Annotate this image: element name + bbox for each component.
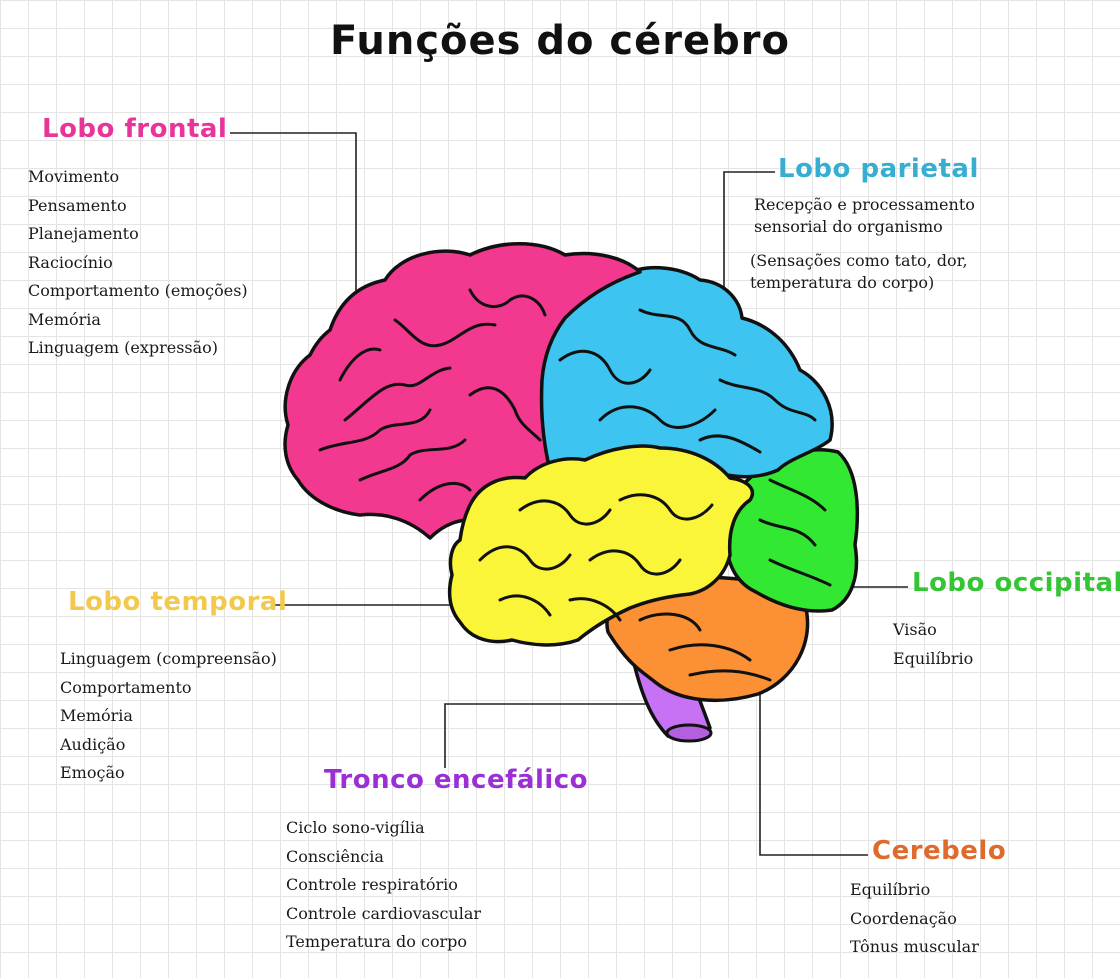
label-lobo-temporal: Lobo temporal bbox=[68, 587, 288, 617]
label-lobo-occipital: Lobo occipital bbox=[912, 568, 1120, 598]
list-temporal-item: Audição bbox=[60, 734, 126, 754]
list-frontal-item: Movimento bbox=[28, 167, 120, 186]
list-cerebellum-item: Equilíbrio bbox=[850, 880, 931, 899]
list-frontal-item: Comportamento (emoções) bbox=[28, 281, 248, 300]
list-brainstem-item: Controle respiratório bbox=[286, 875, 458, 894]
label-cerebelo: Cerebelo bbox=[872, 836, 1007, 866]
connector-brainstem bbox=[444, 703, 685, 768]
list-temporal-item: Linguagem (compreensão) bbox=[60, 649, 277, 668]
list-brainstem-item: Controle cardiovascular bbox=[286, 903, 482, 923]
list-frontal-item: Memória bbox=[28, 309, 101, 329]
list-temporal-item: Comportamento bbox=[60, 677, 192, 697]
label-lobo-parietal: Lobo parietal bbox=[778, 154, 979, 184]
connector-parietal bbox=[723, 171, 775, 318]
note-parietal-item: temperatura do corpo) bbox=[750, 273, 935, 292]
list-occipital-item: Equilíbrio bbox=[893, 648, 974, 668]
page-title: Funções do cérebro bbox=[330, 18, 790, 64]
text-parietal-item: sensorial do organismo bbox=[754, 217, 943, 236]
list-frontal-item: Raciocínio bbox=[28, 252, 113, 272]
list-temporal-item: Emoção bbox=[60, 763, 125, 782]
list-temporal-item: Memória bbox=[60, 706, 133, 725]
text-parietal: Recepção e processamento sensorial do org… bbox=[754, 194, 975, 238]
label-lobo-frontal: Lobo frontal bbox=[42, 114, 228, 144]
list-brainstem-item: Ciclo sono-vigília bbox=[286, 818, 425, 837]
connector-frontal bbox=[230, 132, 357, 300]
list-brainstem-item: Temperatura do corpo bbox=[286, 932, 468, 951]
connector-cerebellum bbox=[759, 640, 868, 856]
list-brainstem-item: Consciência bbox=[286, 846, 384, 866]
brainstem-end bbox=[665, 723, 713, 743]
connector-lines bbox=[230, 132, 908, 856]
list-frontal-item: Planejamento bbox=[28, 224, 139, 243]
list-frontal-item: Linguagem (expressão) bbox=[28, 338, 219, 357]
list-occipital-item: Visão bbox=[893, 620, 937, 639]
note-parietal-item: (Sensações como tato, dor, bbox=[750, 251, 968, 270]
brain-gyri bbox=[318, 288, 832, 682]
list-frontal-item: Pensamento bbox=[28, 195, 127, 215]
text-parietal-item: Recepção e processamento bbox=[754, 195, 975, 214]
list-cerebellum-item: Coordenação bbox=[850, 908, 957, 928]
list-cerebellum-item: Tônus muscular bbox=[850, 937, 979, 956]
label-tronco-encefalico: Tronco encefálico bbox=[324, 765, 589, 795]
temporal-lobe-shape bbox=[447, 444, 755, 647]
note-parietal: (Sensações como tato, dor, temperatura do… bbox=[750, 250, 968, 294]
